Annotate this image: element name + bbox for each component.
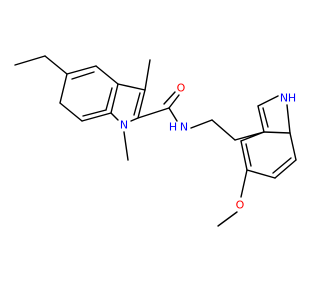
bond	[257, 95, 279, 107]
bond	[59, 102, 83, 122]
bond	[240, 131, 265, 142]
bond	[123, 131, 129, 161]
bond	[240, 140, 248, 171]
bond	[137, 89, 146, 119]
oxygen-label: O	[236, 199, 245, 212]
bond	[257, 105, 265, 133]
bond	[190, 119, 213, 129]
bond	[110, 83, 119, 114]
bond	[82, 109, 107, 117]
bond	[59, 73, 68, 104]
nitrogen-label: N	[180, 121, 188, 134]
bond	[66, 65, 97, 75]
bond	[262, 107, 269, 128]
bond	[81, 112, 112, 122]
bond	[274, 159, 297, 179]
nitrogen-label: N	[120, 119, 128, 132]
bond	[71, 71, 95, 80]
bonds	[14, 55, 297, 227]
bond	[117, 83, 146, 91]
bond	[133, 92, 141, 116]
bond	[272, 157, 292, 174]
bond	[144, 59, 151, 91]
atom-labels: O N H N N H O	[120, 82, 296, 212]
bond	[289, 132, 297, 161]
bond	[168, 107, 178, 122]
bond	[14, 55, 46, 66]
bond	[263, 131, 291, 134]
bond	[130, 117, 139, 122]
bond	[137, 107, 170, 119]
bond	[110, 112, 119, 121]
bond	[217, 211, 238, 227]
bond	[211, 119, 236, 141]
hydrogen-label: H	[169, 121, 177, 134]
bond	[44, 55, 68, 75]
bond	[286, 104, 291, 134]
oxygen-label: O	[177, 82, 186, 95]
bond	[240, 169, 248, 198]
bond	[168, 94, 180, 109]
bond	[245, 143, 252, 167]
bond	[95, 65, 119, 85]
nitrogen-label: N	[280, 92, 288, 105]
hydrogen-label: H	[288, 92, 296, 105]
bond	[105, 87, 113, 111]
molecule-structure: O N H N N H O	[14, 55, 297, 227]
bond	[246, 169, 276, 179]
bond	[163, 91, 176, 105]
